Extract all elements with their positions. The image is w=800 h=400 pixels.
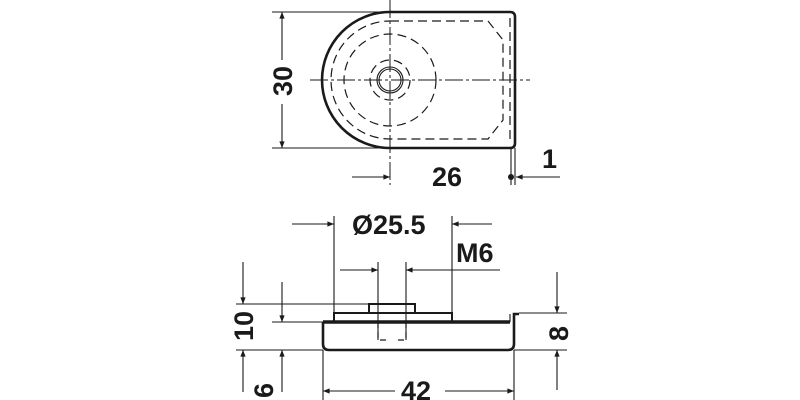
dim-height-30: 30 (268, 66, 298, 96)
top-view-outline (320, 10, 517, 150)
dim-thread-m6: M6 (456, 238, 494, 268)
side-view-base (321, 312, 519, 352)
dim-height-8: 8 (544, 326, 574, 341)
dim-offset-1: 1 (542, 144, 557, 174)
top-view: 30 26 1 (268, 0, 560, 192)
dim-length-42: 42 (401, 376, 431, 400)
dim-diameter-25-5: Ø25.5 (352, 210, 426, 240)
dim-height-6: 6 (249, 383, 279, 398)
dim-height-10: 10 (229, 311, 259, 341)
side-view: Ø25.5 M6 10 6 8 42 (229, 210, 574, 400)
dim-width-26: 26 (432, 162, 462, 192)
